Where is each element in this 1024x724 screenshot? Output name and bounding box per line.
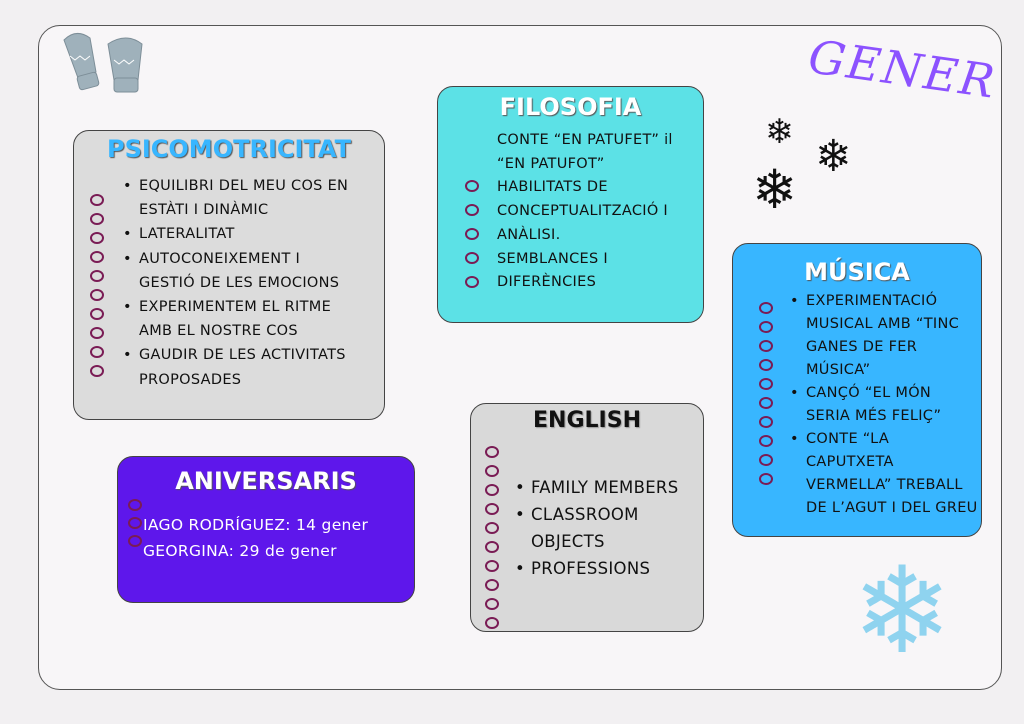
snowflake-icon: ❄ [765,112,794,152]
list-item: GEORGINA: 29 de gener [143,542,337,560]
list-item: DIFERÈNCIES [497,274,597,291]
list-item: GAUDIR DE LES ACTIVITATS [123,347,346,363]
list-item: GANES DE FER [806,339,918,355]
snowflake-icon: ❄ [815,131,852,182]
ring-decoration-icon [759,473,773,485]
list-item: LATERALITAT [123,226,235,242]
ring-decoration-icon [465,228,479,240]
ring-decoration-icon [485,446,499,458]
musica-card: MÚSICA EXPERIMENTACIÓ MUSICAL AMB “TINC GA… [732,243,982,537]
ring-decoration-icon [90,327,104,339]
ring-decoration-icon [90,194,104,206]
ring-decoration-icon [759,378,773,390]
list-item: OBJECTS [531,532,605,551]
list-item: AUTOCONEIXEMENT I [123,251,300,267]
list-item: AMB EL NOSTRE COS [139,323,298,340]
list-item: CAPUTXETA [806,454,894,470]
list-item: CONTE “EN PATUFET” il [497,132,673,148]
ring-decoration-icon [465,180,479,192]
card-title: ANIVERSARIS [175,467,357,495]
ring-decoration-icon [90,213,104,225]
card-title: PSICOMOTRICITAT [106,135,352,163]
ring-decoration-icon [485,522,499,534]
list-item: PROPOSADES [139,371,242,388]
ring-decoration-icon [90,365,104,377]
list-item: SEMBLANCES I [497,250,608,267]
ring-decoration-icon [485,579,499,591]
list-item: DE L’AGUT I DEL GREU [806,500,978,516]
ring-decoration-icon [759,435,773,447]
list-item: ESTÀTI I DINÀMIC [139,202,269,219]
ring-decoration-icon [485,541,499,553]
ring-decoration-icon [90,232,104,244]
ring-decoration-icon [90,289,104,301]
ring-decoration-icon [485,617,499,629]
list-item: EXPERIMENTEM EL RITME [123,299,331,315]
card-title: MÚSICA [804,258,910,286]
ring-decoration-icon [759,359,773,371]
ring-decoration-icon [485,484,499,496]
list-item: ANÀLISI. [497,226,561,243]
list-item: “EN PATUFOT” [497,155,605,172]
ring-decoration-icon [485,598,499,610]
ring-decoration-icon [465,204,479,216]
ring-decoration-icon [128,517,142,529]
filosofia-card: FILOSOFIA CONTE “EN PATUFET” il “EN PATUF… [437,86,704,323]
list-item: CANÇÓ “EL MÓN [790,385,931,401]
ring-decoration-icon [759,302,773,314]
ring-decoration-icon [128,535,142,547]
list-item: IAGO RODRÍGUEZ: 14 gener [143,516,369,534]
ring-decoration-icon [90,308,104,320]
mittens-icon [63,33,143,93]
ring-decoration-icon [465,276,479,288]
list-item: HABILITATS DE [497,179,608,196]
large-snowflake-icon: ❄ [852,542,953,681]
list-item: VERMELLA” TREBALL [806,477,963,493]
list-item: SERIA MÉS FELIÇ” [806,408,942,424]
list-item: CONCEPTUALITZACIÓ I [497,203,669,220]
ring-decoration-icon [485,465,499,477]
list-item: MÚSICA” [806,362,871,378]
list-item: CONTE “LA [790,431,889,447]
ring-decoration-icon [759,416,773,428]
ring-decoration-icon [90,346,104,358]
list-item: GESTIÓ DE LES EMOCIONS [139,274,340,291]
ring-decoration-icon [759,321,773,333]
list-item: FAMILY MEMBERS [515,478,678,497]
list-item: CLASSROOM [515,505,639,524]
card-title: FILOSOFIA [499,93,642,121]
mittens-illustration [56,28,152,102]
ring-decoration-icon [759,340,773,352]
list-item: EQUILIBRI DEL MEU COS EN [123,178,348,194]
ring-decoration-icon [485,503,499,515]
english-card: ENGLISH FAMILY MEMBERS CLASSROOM OBJECTS PR… [470,403,704,632]
ring-decoration-icon [90,251,104,263]
ring-decoration-icon [128,499,142,511]
psicomotricitat-card: PSICOMOTRICITAT EQUILIBRI DEL MEU COS EN… [73,130,385,420]
ring-decoration-icon [465,252,479,264]
list-item: MUSICAL AMB “TINC [806,316,960,332]
list-item: EXPERIMENTACIÓ [790,293,937,309]
snowflake-icon: ❄ [752,158,798,221]
ring-decoration-icon [90,270,104,282]
ring-decoration-icon [759,397,773,409]
card-title: ENGLISH [533,408,641,433]
ring-decoration-icon [485,560,499,572]
list-item: PROFESSIONS [515,559,650,578]
ring-decoration-icon [759,454,773,466]
